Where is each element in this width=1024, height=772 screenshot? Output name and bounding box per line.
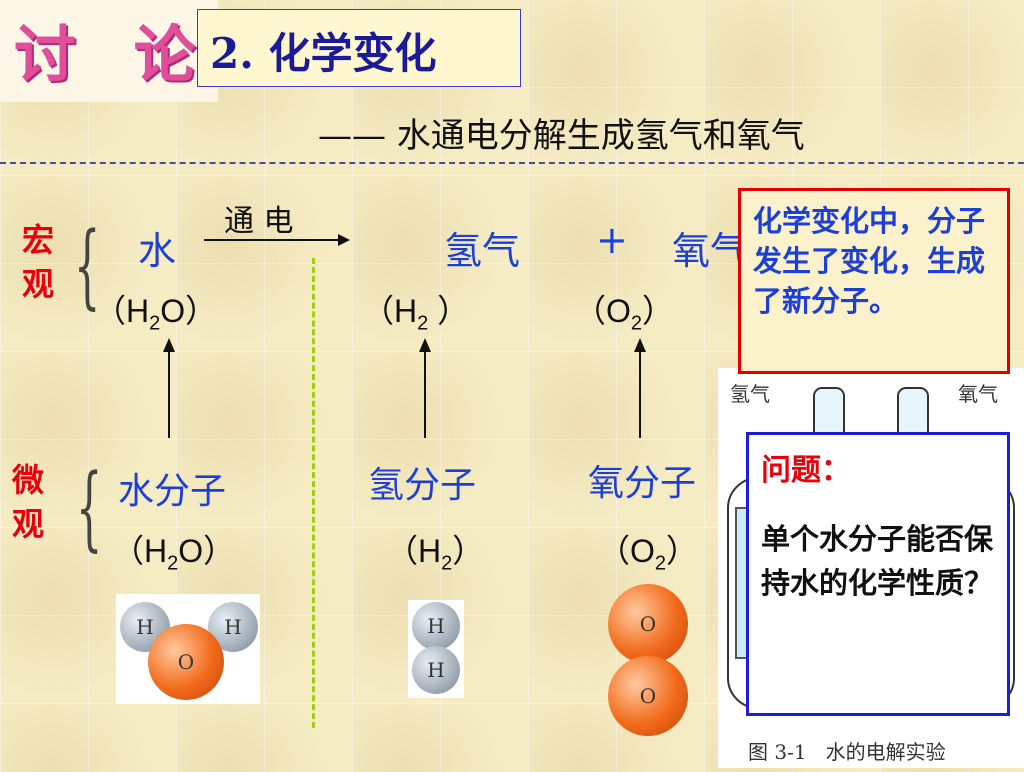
conclusion-callout: 化学变化中，分子发生了变化，生成了新分子。: [738, 188, 1010, 374]
formula-oxygen-macro: （O2）: [574, 293, 675, 335]
discuss-panel: [0, 0, 218, 102]
figure-caption: 图 3-1 水的电解实验: [748, 740, 946, 764]
micro-label: 微观: [12, 461, 45, 543]
condition-label: 通 电: [224, 204, 294, 239]
subtitle: —— 水通电分解生成氢气和氧气: [318, 116, 805, 156]
arrow-up-hydrogen: [419, 338, 431, 352]
hydrogen-atom: H: [412, 602, 460, 650]
formula-hydrogen-micro: （H2）: [386, 533, 485, 575]
arrow-up-water: [163, 338, 175, 352]
macro-brace: {: [74, 212, 101, 319]
arrow-shaft-hydrogen: [424, 350, 426, 438]
figure-left-gas: 氢气: [730, 382, 770, 406]
arrow-shaft-water: [168, 350, 170, 438]
conclusion-text: 化学变化中，分子发生了变化，生成了新分子。: [753, 204, 986, 318]
product-oxygen: 氧气: [672, 229, 738, 273]
formula-oxygen-micro: （O2）: [598, 533, 699, 575]
arrow-shaft-oxygen: [639, 350, 641, 438]
macro-label: 宏观: [22, 221, 55, 303]
separator-line: [0, 162, 1024, 164]
oxygen-atom: O: [148, 624, 224, 700]
formula-water-macro: （H2O）: [94, 293, 218, 335]
water-molecule-label: 水分子: [118, 471, 227, 512]
reactant-water: 水: [138, 229, 177, 273]
water-molecule-model: H H O: [116, 594, 260, 704]
topic-box: 2. 化学变化: [197, 9, 521, 87]
plus-sign: +: [596, 218, 628, 262]
formula-hydrogen-macro: （H2 ）: [362, 293, 470, 335]
oxygen-atom: O: [608, 656, 688, 736]
dashed-divider: [312, 258, 315, 728]
discuss-title: 讨 论: [14, 18, 214, 91]
question-body: 单个水分子能否保持水的化学性质？: [761, 522, 994, 600]
reaction-arrow: [204, 234, 350, 246]
oxygen-molecule-model: O O: [604, 582, 692, 742]
oxygen-molecule-label: 氧分子: [588, 463, 697, 504]
topic-title: 2. 化学变化: [210, 29, 437, 78]
arrow-up-oxygen: [634, 338, 646, 352]
question-title: 问题：: [761, 453, 851, 488]
product-hydrogen: 氢气: [444, 229, 521, 273]
oxygen-atom: O: [608, 584, 688, 664]
figure-right-gas: 氧气: [958, 382, 998, 406]
formula-water-micro: （H2O）: [112, 533, 236, 575]
hydrogen-atom: H: [412, 646, 460, 694]
hydrogen-molecule-model: H H: [408, 600, 464, 698]
hydrogen-molecule-label: 氢分子: [368, 465, 477, 506]
micro-brace: {: [76, 454, 103, 561]
question-box: 问题： 单个水分子能否保持水的化学性质？: [746, 432, 1010, 716]
